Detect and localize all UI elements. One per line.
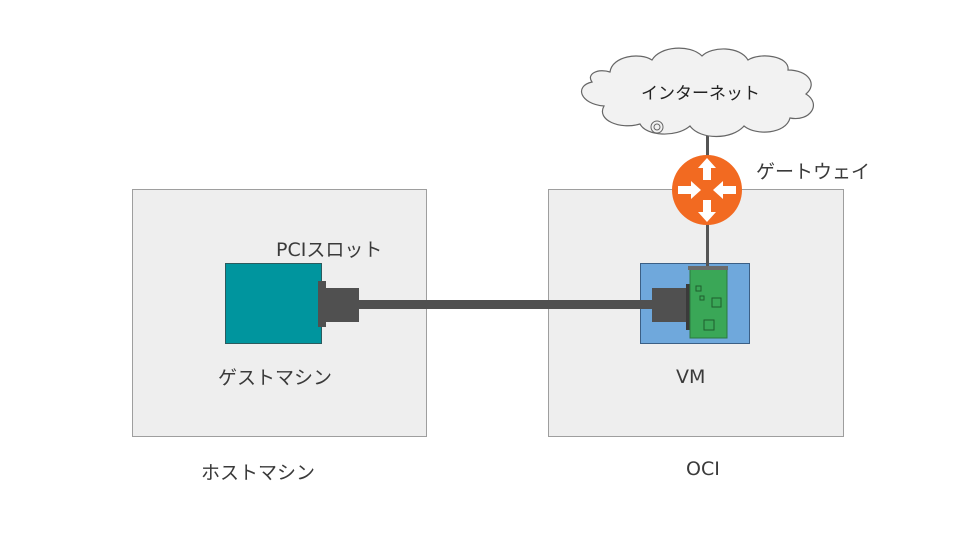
guest-machine-box xyxy=(225,263,322,344)
pci-cable xyxy=(358,300,654,309)
internet-label: インターネット xyxy=(641,84,760,104)
vm-label: VM xyxy=(676,366,706,388)
router-icon xyxy=(672,155,742,225)
oci-label: OCI xyxy=(686,458,720,480)
uplink-line-bottom xyxy=(706,222,709,266)
pci-card-icon xyxy=(652,266,728,339)
pci-slot-label: PCIスロット xyxy=(276,239,383,261)
host-machine-label: ホストマシン xyxy=(201,462,316,484)
connector-icon xyxy=(318,281,359,327)
guest-machine-label: ゲストマシン xyxy=(218,367,333,389)
uplink-line-top xyxy=(706,128,709,160)
cloud-icon xyxy=(580,47,814,137)
gateway-label: ゲートウェイ xyxy=(756,161,871,183)
